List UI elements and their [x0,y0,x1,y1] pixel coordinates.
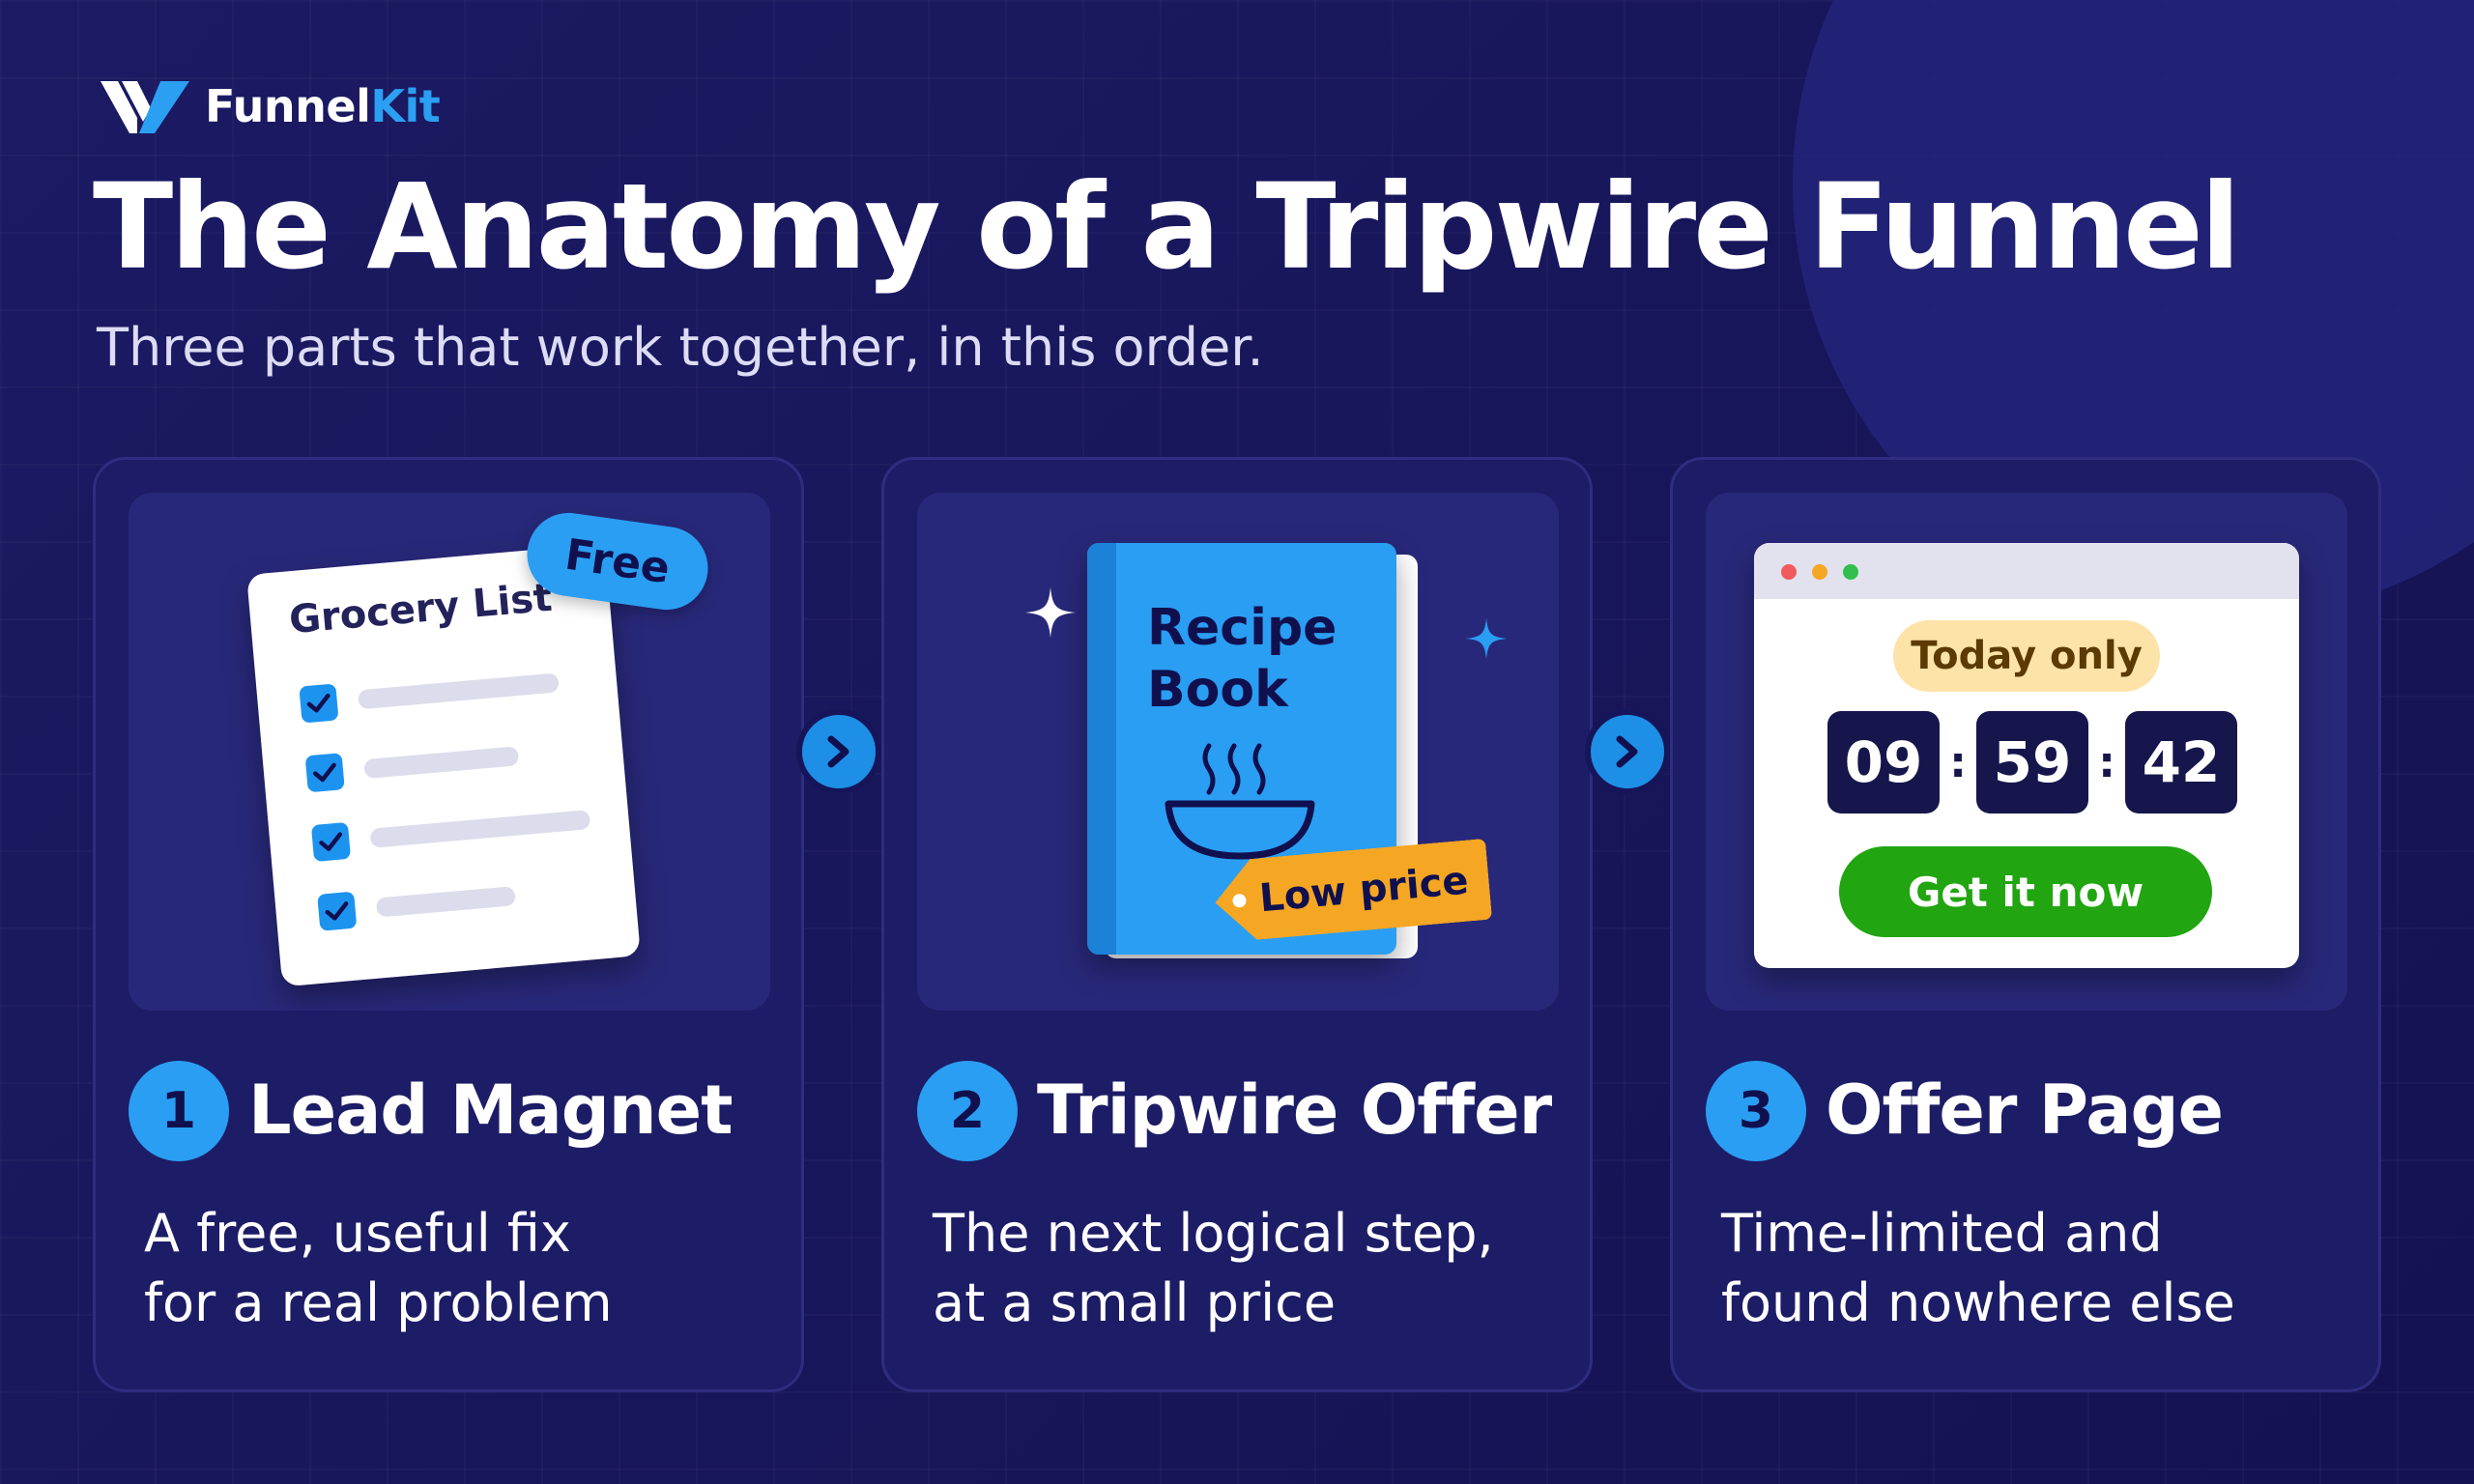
book-spine [1087,543,1116,955]
today-only-pill: Today only [1893,620,2160,692]
step-illustration: Grocery List Free [129,493,770,1011]
step-card-lead-magnet: Grocery List Free [93,457,804,1392]
chevron-right-icon [1585,709,1670,794]
step-number-badge: 2 [917,1061,1018,1161]
checklist-item [304,737,520,793]
checklist-item [317,877,517,931]
price-tag-label: Low price [1257,858,1471,922]
logo-wordmark: FunnelKit [205,80,441,132]
book-title: Recipe Book [1147,597,1337,721]
timer-separator: : [2098,737,2115,787]
checklist-document-icon: Grocery List [246,543,641,987]
checkbox-checked-icon [317,891,358,931]
step-description-line: for a real problem [144,1272,613,1333]
timer-seconds: 42 [2125,711,2237,813]
logo-suffix: Kit [370,80,441,132]
step-illustration: Today only 09 : 59 : 42 Get it now [1706,493,2347,1011]
step-description-line: found nowhere else [1721,1272,2235,1333]
browser-window-icon: Today only 09 : 59 : 42 Get it now [1754,543,2299,968]
item-placeholder-line [363,746,520,780]
sparkle-icon [1465,617,1508,660]
chevron-right-icon [796,709,881,794]
book-title-line: Book [1147,661,1288,719]
step-description-line: Time-limited and [1721,1203,2163,1264]
item-placeholder-line [369,810,591,848]
step-description-line: The next logical step, [933,1203,1494,1264]
page-subtitle: Three parts that work together, in this … [97,317,1264,378]
step-title: Lead Magnet [248,1070,734,1150]
item-placeholder-line [375,886,516,918]
steaming-bowl-icon [1165,743,1315,860]
checkbox-checked-icon [310,821,352,863]
window-minimize-dot [1812,564,1827,580]
book-title-line: Recipe [1147,599,1338,657]
step-description-line: A free, useful fix [144,1203,571,1264]
timer-separator: : [1949,737,1967,787]
timer-minutes: 59 [1976,711,2088,813]
checklist-item [299,664,560,724]
logo-prefix: Funnel [205,80,371,132]
browser-title-bar [1754,543,2299,599]
step-description: A free, useful fix for a real problem [144,1199,613,1338]
step-card-offer-page: Today only 09 : 59 : 42 Get it now 3 Off… [1670,457,2381,1392]
step-card-tripwire-offer: Recipe Book Low price 2 Tripwire Offer T… [881,457,1593,1392]
step-illustration: Recipe Book Low price [917,493,1559,1011]
document-title: Grocery List [287,575,555,643]
step-number-badge: 3 [1706,1061,1806,1161]
step-number-badge: 1 [129,1061,229,1161]
get-it-now-button[interactable]: Get it now [1839,846,2212,937]
timer-hours: 09 [1827,711,1940,813]
step-description: The next logical step, at a small price [933,1199,1494,1338]
checkbox-checked-icon [299,683,339,724]
step-title: Offer Page [1826,1070,2224,1150]
window-close-dot [1781,564,1797,580]
countdown-timer: 09 : 59 : 42 [1827,711,2237,813]
checkbox-checked-icon [304,753,345,793]
step-description: Time-limited and found nowhere else [1721,1199,2235,1338]
funnelkit-logo-icon [101,81,189,133]
tag-hole [1232,894,1247,908]
step-description-line: at a small price [933,1272,1337,1333]
window-maximize-dot [1843,564,1858,580]
checklist-item [310,801,591,863]
page-title: The Anatomy of a Tripwire Funnel [93,158,2241,296]
sparkle-icon [1025,587,1076,638]
brand-logo: FunnelKit [101,77,441,135]
item-placeholder-line [357,672,560,710]
step-title: Tripwire Offer [1037,1070,1552,1150]
